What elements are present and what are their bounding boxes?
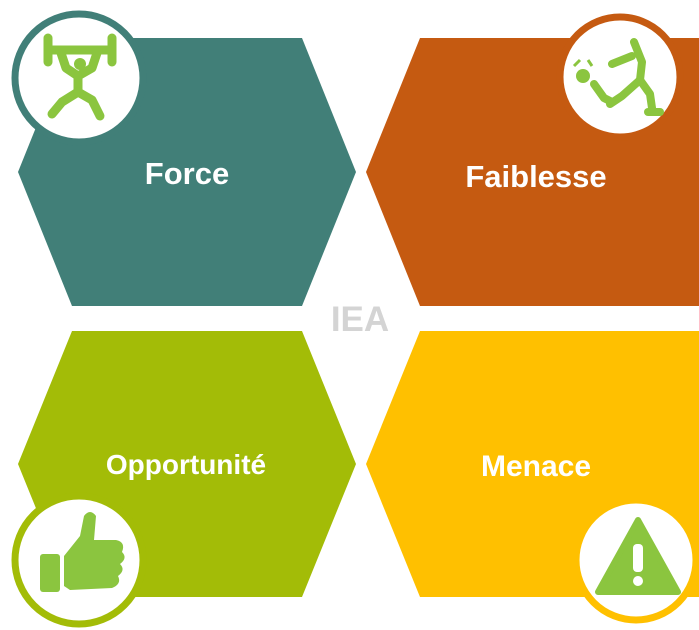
falling-person-icon bbox=[556, 13, 684, 141]
center-label: IEA bbox=[331, 300, 389, 339]
weightlifter-icon bbox=[11, 10, 147, 146]
force-label: Force bbox=[145, 156, 229, 191]
thumbs-up-icon bbox=[11, 492, 147, 628]
faiblesse-label: Faiblesse bbox=[465, 159, 606, 194]
opportunite-label: Opportunité bbox=[106, 449, 266, 480]
warning-icon bbox=[572, 496, 699, 624]
menace-label: Menace bbox=[481, 450, 591, 483]
